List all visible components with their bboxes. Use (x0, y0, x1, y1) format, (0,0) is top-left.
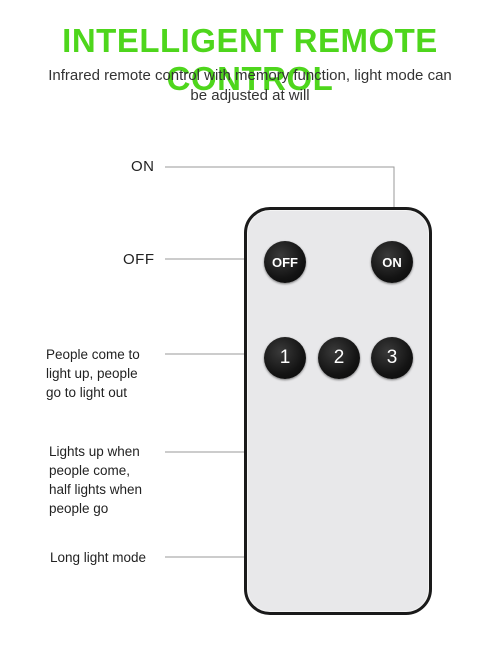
label-on: ON (131, 158, 155, 175)
label-mode-1-line: light up, people (46, 366, 138, 381)
on-button[interactable]: ON (371, 241, 413, 283)
label-mode-2: Lights up when people come, half lights … (49, 442, 142, 518)
remote-control: OFF ON 1 2 3 (244, 207, 432, 615)
label-mode-3: Long light mode (50, 550, 147, 565)
page-title: INTELLIGENT REMOTE CONTROL (62, 22, 438, 97)
mode-3-button[interactable]: 3 (371, 337, 413, 379)
label-mode-1: People come to light up, people go to li… (46, 345, 140, 402)
label-mode-2-line: people come, (49, 463, 131, 478)
label-mode-2-line: Lights up when (49, 444, 140, 459)
page-subtitle: Infrared remote control with memory func… (48, 67, 452, 104)
off-button[interactable]: OFF (264, 241, 306, 283)
label-mode-2-line: people go (49, 501, 109, 516)
label-mode-1-line: go to light out (46, 385, 128, 400)
label-off: OFF (123, 251, 155, 268)
mode-2-button[interactable]: 2 (318, 337, 360, 379)
label-mode-2-line: half lights when (49, 482, 143, 497)
label-mode-1-line: People come to (46, 347, 140, 362)
mode-1-button[interactable]: 1 (264, 337, 306, 379)
